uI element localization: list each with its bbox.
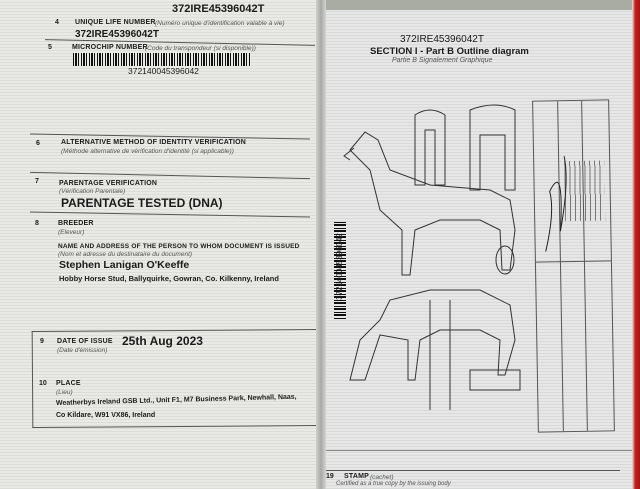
parentage-value: PARENTAGE TESTED (DNA) xyxy=(61,196,223,210)
book-gutter xyxy=(316,0,326,489)
breeder-label: BREEDER xyxy=(58,220,94,227)
issued-to-label: NAME AND ADDRESS OF THE PERSON TO WHOM D… xyxy=(58,243,300,250)
passport-cover-edge xyxy=(632,0,640,489)
section-title-fr: Partie B Signalement Graphique xyxy=(392,57,493,64)
alt-method-label-fr: (Méthode alternative de vérification d'i… xyxy=(61,148,234,155)
header-id: 372IRE45396042T xyxy=(400,34,484,45)
microchip-label-fr: (Code du transpondeur (si disponible)) xyxy=(145,45,256,52)
field-number: 19 xyxy=(326,473,334,480)
field-number: 7 xyxy=(35,178,39,185)
field-number: 6 xyxy=(36,140,40,147)
divider xyxy=(30,171,310,180)
date-of-issue-label-fr: (Date d'émission) xyxy=(57,347,108,354)
horse-legs-outline xyxy=(429,300,521,410)
rotated-barcode xyxy=(334,222,346,320)
horse-right-side-outline xyxy=(349,289,516,381)
date-of-issue-label: DATE OF ISSUE xyxy=(57,338,113,345)
microchip-barcode xyxy=(73,53,251,66)
background-strip xyxy=(320,0,632,10)
field-number: 9 xyxy=(40,338,44,345)
field-number: 4 xyxy=(55,19,59,26)
horse-rear-legs-outline xyxy=(469,104,516,191)
stamp-certified-text: Certified as a true copy by the issuing … xyxy=(336,481,451,487)
ueln-value: 372IRE45396042T xyxy=(75,29,159,40)
microchip-label: MICROCHIP NUMBER xyxy=(72,44,148,51)
place-label-fr: (Lieu) xyxy=(56,389,73,396)
parentage-label: PARENTAGE VERIFICATION xyxy=(59,180,158,187)
microchip-value: 372140045396042 xyxy=(128,66,199,76)
horse-head-front-outline xyxy=(495,245,515,275)
issued-to-label-fr: (Nom et adresse du destinataire du docum… xyxy=(58,251,193,258)
section-title: SECTION I - Part B Outline diagram xyxy=(370,46,529,57)
identification-table xyxy=(532,99,615,433)
signature xyxy=(545,156,567,252)
breeder-label-fr: (Eleveur) xyxy=(58,229,85,236)
alt-method-label: ALTERNATIVE METHOD OF IDENTITY VERIFICAT… xyxy=(61,139,247,146)
place-label: PLACE xyxy=(56,380,81,387)
left-page: 372IRE45396042T 4 UNIQUE LIFE NUMBER (Nu… xyxy=(0,0,320,489)
parentage-label-fr: (Vérification Parentale) xyxy=(59,188,126,195)
date-of-issue-value: 25th Aug 2023 xyxy=(122,334,203,348)
right-page: 372IRE45396042T SECTION I - Part B Outli… xyxy=(320,0,632,489)
header-id: 372IRE45396042T xyxy=(172,3,265,15)
divider xyxy=(320,450,632,451)
owner-name: Stephen Lanigan O'Keeffe xyxy=(59,259,190,271)
stamp-label-fr: (cachet) xyxy=(370,474,394,481)
ueln-label-fr: (Numéro unique d'identification valable … xyxy=(155,20,285,27)
horse-outline-diagram xyxy=(343,104,521,410)
divider xyxy=(30,211,310,218)
stamp-label: STAMP xyxy=(344,473,369,480)
ueln-label: UNIQUE LIFE NUMBER xyxy=(75,19,156,26)
horse-left-side-outline xyxy=(343,131,516,276)
horse-front-view-outline xyxy=(414,109,446,186)
owner-address: Hobby Horse Stud, Ballyquirke, Gowran, C… xyxy=(59,274,279,283)
place-line2: Co Kildare, W91 VX86, Ireland xyxy=(56,412,156,419)
field-number: 5 xyxy=(48,44,52,51)
divider xyxy=(320,470,620,471)
field-number: 10 xyxy=(39,380,47,387)
rotated-barcode-value: 372140045396042 xyxy=(334,233,344,300)
field-number: 8 xyxy=(35,220,39,227)
